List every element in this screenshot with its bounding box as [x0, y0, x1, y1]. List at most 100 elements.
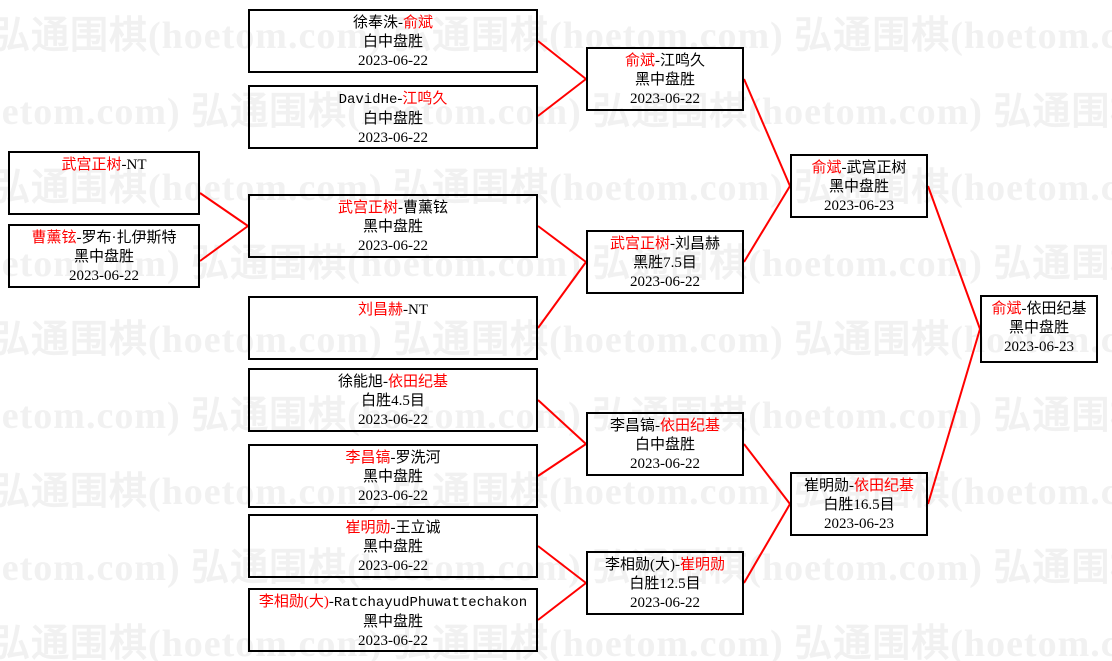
- player-left: 刘昌赫: [357, 302, 403, 318]
- pair-separator: -: [841, 160, 847, 176]
- match-date: 2023-06-22: [358, 488, 428, 505]
- player-right: 曹薰铉: [403, 200, 449, 216]
- match-date: 2023-06-22: [630, 456, 700, 473]
- player-left: DavidHe: [338, 92, 398, 108]
- player-right: 罗洗河: [395, 450, 441, 466]
- match-pairing: DavidHe-江鸣久: [339, 90, 448, 110]
- pair-separator: -: [398, 15, 403, 31]
- match-date: 2023-06-22: [630, 595, 700, 612]
- player-left: 李昌镐: [609, 418, 655, 434]
- match-result: 黑中盘胜: [1008, 320, 1069, 337]
- pair-separator: -: [390, 450, 396, 466]
- player-right: 刘昌赫: [675, 236, 721, 252]
- player-left: 李相勋(大): [604, 557, 675, 573]
- match-box[interactable]: 武宫正树-刘昌赫 黑胜7.5目 2023-06-22: [586, 230, 744, 294]
- match-pairing: 李相勋(大)-RatchayudPhuwattechakon: [259, 593, 527, 613]
- player-left: 李昌镐: [345, 450, 391, 466]
- pair-separator: -: [849, 478, 854, 494]
- match-result: 黑中盘胜: [362, 613, 423, 630]
- match-box[interactable]: 徐奉洙-俞斌 白中盘胜 2023-06-22: [248, 9, 538, 73]
- pair-separator: -: [655, 418, 660, 434]
- match-result: 黑中盘胜: [362, 469, 423, 486]
- match-box[interactable]: 武宫正树-曹薰铉 黑中盘胜 2023-06-22: [248, 194, 538, 258]
- match-result: 白胜16.5目: [823, 497, 895, 514]
- match-box[interactable]: 刘昌赫-NT: [248, 296, 538, 360]
- player-right: 俞斌: [403, 15, 434, 31]
- player-loser: 罗布·扎伊斯特: [81, 230, 177, 246]
- pair-separator: -: [398, 200, 403, 216]
- player-left: 崔明勋: [345, 520, 391, 536]
- pair-separator: -: [674, 557, 680, 573]
- match-pairing: 曹薰铉-罗布·扎伊斯特: [31, 229, 176, 248]
- player-right: 江鸣久: [660, 53, 706, 69]
- player-left: 徐能旭: [337, 374, 383, 390]
- player-left: 李相勋(大): [258, 594, 329, 610]
- match-date: 2023-06-22: [358, 53, 428, 70]
- player-right: 崔明勋: [679, 557, 725, 573]
- match-date: 2023-06-22: [358, 633, 428, 650]
- player-loser: NT: [126, 157, 147, 173]
- match-result: 白中盘胜: [362, 110, 423, 127]
- match-date: 2023-06-22: [358, 558, 428, 575]
- pair-separator: -: [670, 236, 675, 252]
- player-right: 依田纪基: [660, 418, 721, 434]
- match-pairing: 李昌镐-依田纪基: [610, 417, 720, 436]
- match-box[interactable]: 崔明勋-依田纪基 白胜16.5目 2023-06-23: [790, 472, 928, 536]
- pair-separator: -: [76, 230, 82, 246]
- player-right: 依田纪基: [388, 374, 449, 390]
- match-pairing: 武宫正树-刘昌赫: [610, 235, 720, 254]
- match-date: 2023-06-22: [358, 412, 428, 429]
- player-left: 徐奉洙: [352, 15, 398, 31]
- match-box[interactable]: 徐能旭-依田纪基 白胜4.5目 2023-06-22: [248, 368, 538, 432]
- match-pairing: 李相勋(大)-崔明勋: [605, 556, 725, 575]
- pair-separator: -: [397, 91, 403, 107]
- match-result: 白胜12.5目: [629, 576, 701, 593]
- player-right: 江鸣久: [402, 91, 448, 107]
- match-pairing: 武宫正树-NT: [61, 156, 146, 175]
- match-result: 黑胜7.5目: [633, 255, 697, 272]
- match-date: 2023-06-22: [630, 91, 700, 108]
- match-box-final[interactable]: 俞斌-依田纪基 黑中盘胜 2023-06-23: [980, 295, 1098, 363]
- pair-separator: -: [403, 302, 408, 318]
- player-left: 武宫正树: [609, 236, 670, 252]
- player-left: 俞斌: [991, 301, 1022, 317]
- match-date: 2023-06-23: [1004, 339, 1074, 356]
- match-pairing: 徐奉洙-俞斌: [353, 14, 433, 33]
- match-result: 黑中盘胜: [634, 72, 695, 89]
- match-result: 黑中盘胜: [362, 219, 423, 236]
- match-box[interactable]: 武宫正树-NT: [8, 151, 200, 215]
- match-box[interactable]: 崔明勋-王立诚 黑中盘胜 2023-06-22: [248, 514, 538, 578]
- player-left: 俞斌: [811, 160, 842, 176]
- match-pairing: 崔明勋-王立诚: [345, 519, 440, 538]
- match-pairing: 李昌镐-罗洗河: [345, 449, 440, 468]
- match-box[interactable]: DavidHe-江鸣久 白中盘胜 2023-06-22: [248, 85, 538, 149]
- pair-separator: -: [655, 53, 660, 69]
- match-box[interactable]: 俞斌-江鸣久 黑中盘胜 2023-06-22: [586, 47, 744, 111]
- match-result: 白中盘胜: [634, 437, 695, 454]
- match-result: 黑中盘胜: [73, 249, 134, 266]
- match-date: 2023-06-22: [630, 274, 700, 291]
- pair-separator: -: [390, 520, 396, 536]
- player-winner: 武宫正树: [61, 157, 122, 173]
- player-right: 武宫正树: [846, 160, 907, 176]
- match-box[interactable]: 李相勋(大)-崔明勋 白胜12.5目 2023-06-22: [586, 551, 744, 615]
- match-pairing: 刘昌赫-NT: [358, 301, 428, 320]
- player-right: 王立诚: [395, 520, 441, 536]
- match-box[interactable]: 俞斌-武宫正树 黑中盘胜 2023-06-23: [790, 154, 928, 218]
- match-box[interactable]: 曹薰铉-罗布·扎伊斯特 黑中盘胜 2023-06-22: [8, 224, 200, 288]
- match-pairing: 俞斌-武宫正树: [811, 159, 906, 178]
- match-pairing: 俞斌-依田纪基: [991, 300, 1086, 319]
- match-result: 黑中盘胜: [362, 539, 423, 556]
- match-result: 白中盘胜: [362, 34, 423, 51]
- player-right: 依田纪基: [1026, 301, 1087, 317]
- match-date: 2023-06-23: [824, 516, 894, 533]
- player-left: 崔明勋: [803, 478, 849, 494]
- player-left: 俞斌: [624, 53, 655, 69]
- player-winner: 曹薰铉: [31, 230, 77, 246]
- player-left: 武宫正树: [337, 200, 398, 216]
- match-box[interactable]: 李昌镐-罗洗河 黑中盘胜 2023-06-22: [248, 444, 538, 508]
- match-box[interactable]: 李昌镐-依田纪基 白中盘胜 2023-06-22: [586, 412, 744, 476]
- player-right: RatchayudPhuwattechakon: [333, 595, 528, 611]
- match-box[interactable]: 李相勋(大)-RatchayudPhuwattechakon 黑中盘胜 2023…: [248, 588, 538, 652]
